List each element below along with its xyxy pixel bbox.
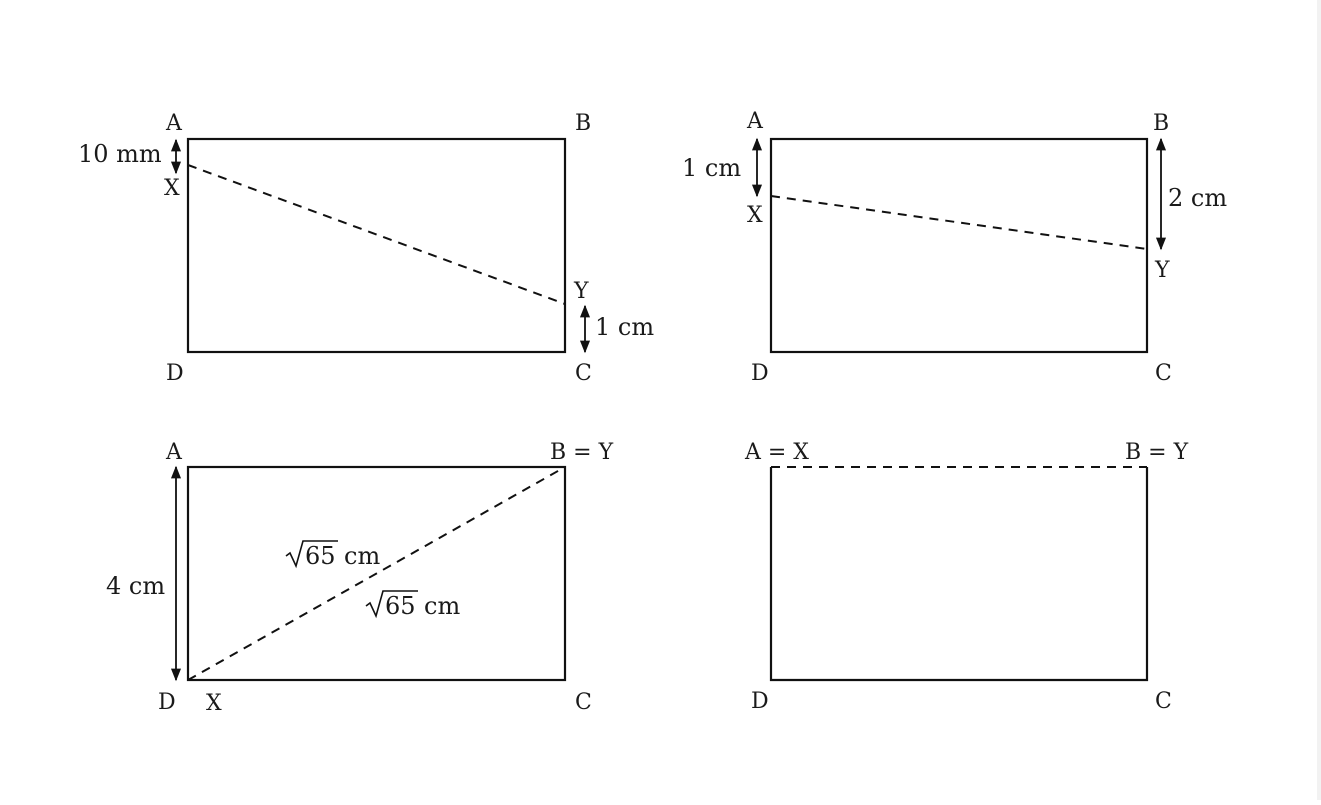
measure-unit: cm (344, 542, 380, 570)
vertex-label-d: D (166, 361, 184, 386)
vertex-label-c: C (1155, 361, 1172, 386)
measure-unit: cm (424, 592, 460, 620)
vertex-label-d: D (751, 361, 769, 386)
vertex-label-a: A (165, 111, 183, 136)
dashed-segment-xy (770, 195, 1148, 250)
dashed-segment-xy (187, 466, 566, 681)
vertex-label-a: A (165, 440, 183, 465)
panel-4: A = X B = Y C D (744, 440, 1189, 714)
radical-sign-icon (365, 590, 418, 619)
vertex-label-b-equals-y: B = Y (550, 440, 614, 465)
measure-by: 2 cm (1168, 184, 1227, 212)
measure-ax: 1 cm (682, 154, 741, 182)
radical-sign-icon (285, 540, 338, 569)
point-label-x: X (747, 203, 763, 228)
point-label-y: Y (1154, 258, 1170, 283)
vertex-label-c: C (1155, 689, 1172, 714)
vertex-label-c: C (575, 690, 592, 715)
panel-2: A B C D X Y 1 cm 2 cm (682, 109, 1227, 386)
rectangle-abcd (769, 137, 1149, 354)
vertex-label-d: D (158, 690, 176, 715)
rectangle-abcd (186, 465, 567, 682)
vertex-label-b: B (575, 111, 591, 136)
measure-ax: 10 mm (78, 140, 162, 168)
point-label-x: X (164, 176, 180, 201)
measure-yc: 1 cm (595, 313, 654, 341)
measure-radicand: 65 (385, 592, 416, 620)
rectangle-abcd (186, 137, 567, 354)
point-label-y: Y (573, 279, 589, 304)
rectangle-abcd (769, 467, 1149, 682)
vertex-label-d: D (751, 689, 769, 714)
measure-ad: 4 cm (106, 572, 165, 600)
panel-3: A B = Y C D X 4 cm 65 cm 65 cm (106, 440, 614, 716)
measure-radicand: 65 (305, 542, 336, 570)
measure-segment-1: 65 cm (285, 540, 380, 570)
vertex-label-b: B (1153, 111, 1169, 136)
vertex-label-a-equals-x: A = X (744, 440, 809, 465)
vertex-label-c: C (575, 361, 592, 386)
panel-1: A B C D X Y 10 mm 1 cm (78, 111, 654, 386)
vertex-label-b-equals-y: B = Y (1125, 440, 1189, 465)
dashed-segment-xy (187, 164, 566, 305)
measure-segment-2: 65 cm (365, 590, 460, 620)
point-label-x: X (206, 691, 222, 716)
page-edge (1317, 0, 1321, 800)
vertex-label-a: A (746, 109, 764, 134)
